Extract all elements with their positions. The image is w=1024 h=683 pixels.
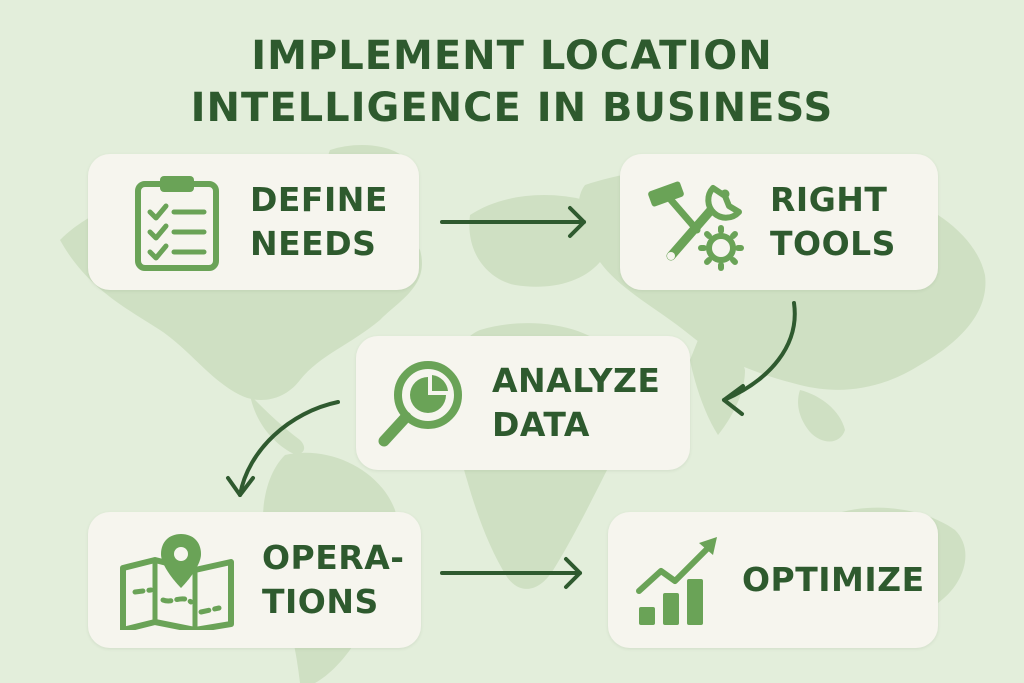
step-label-line-1: RIGHT — [770, 180, 888, 219]
page-title-line-1: IMPLEMENT LOCATION — [251, 33, 773, 79]
step-label-optimize: OPTIMIZE — [742, 558, 925, 602]
page-title-line-2: INTELLIGENCE IN BUSINESS — [190, 85, 834, 131]
clipboard-checklist-icon — [118, 172, 236, 272]
step-label-line-1: ANALYZE — [492, 361, 661, 400]
step-label-line-2: TOOLS — [770, 224, 896, 263]
step-card-right-tools: RIGHT TOOLS — [620, 154, 938, 290]
map-pin-icon — [112, 530, 242, 630]
step-card-operations: OPERA- TIONS — [88, 512, 421, 648]
step-label-line-1: OPERA- — [262, 538, 405, 577]
step-label-right-tools: RIGHT TOOLS — [770, 178, 896, 266]
growth-chart-icon — [632, 533, 724, 627]
step-label-line-2: TIONS — [262, 582, 379, 621]
wrench-hammer-gear-icon — [636, 172, 756, 272]
step-card-optimize: OPTIMIZE — [608, 512, 938, 648]
step-label-define-needs: DEFINE NEEDS — [250, 178, 388, 266]
step-label-line-1: DEFINE — [250, 180, 388, 219]
page-title: IMPLEMENT LOCATION INTELLIGENCE IN BUSIN… — [0, 30, 1024, 134]
step-label-operations: OPERA- TIONS — [262, 536, 404, 624]
step-label-analyze-data: ANALYZE DATA — [492, 359, 660, 447]
magnifier-pie-chart-icon — [372, 355, 472, 451]
step-card-define-needs: DEFINE NEEDS — [88, 154, 419, 290]
step-label-line-2: NEEDS — [250, 224, 377, 263]
step-card-analyze-data: ANALYZE DATA — [356, 336, 690, 470]
step-label-line-2: DATA — [492, 405, 590, 444]
step-label-line-1: OPTIMIZE — [742, 560, 925, 599]
